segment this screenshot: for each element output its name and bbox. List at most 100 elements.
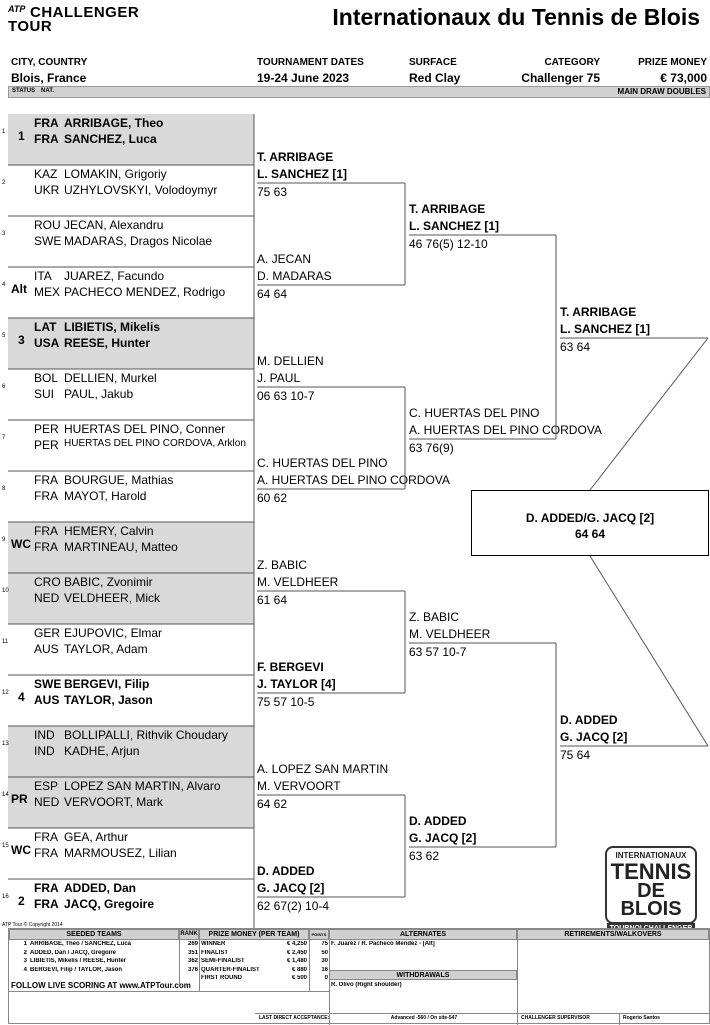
player-name[interactable]: REESE, Hunter xyxy=(64,336,151,350)
player-name[interactable]: BERGEVI, Filip xyxy=(64,677,150,691)
player-name[interactable]: GEA, Arthur xyxy=(64,830,129,844)
draw-slot-number: 9 xyxy=(2,537,6,543)
player-name[interactable]: MARTINEAU, Matteo xyxy=(64,540,178,554)
qf-winner-line2[interactable]: G. JACQ [2] xyxy=(409,831,477,845)
qf-winner-line1[interactable]: Z. BABIC xyxy=(409,610,460,624)
prize-points: 0 xyxy=(324,975,328,981)
player-name[interactable]: TAYLOR, Adam xyxy=(64,642,148,656)
player-name[interactable]: BABIC, Zvonimir xyxy=(64,575,153,589)
round2-winner-line2[interactable]: A. HUERTAS DEL PINO CORDOVA xyxy=(257,473,450,487)
qf-winner-line2[interactable]: L. SANCHEZ [1] xyxy=(409,219,499,233)
player-name[interactable]: HUERTAS DEL PINO, Conner xyxy=(64,422,226,436)
champion-team: D. ADDED/G. JACQ [2] xyxy=(525,511,655,525)
player-name[interactable]: ARRIBAGE, Theo xyxy=(64,116,164,130)
player-name[interactable]: MAYOT, Harold xyxy=(64,489,147,503)
draw-slot-number: 11 xyxy=(2,639,9,645)
draw-slot-number: 6 xyxy=(2,384,6,390)
player-nat: IND xyxy=(34,728,55,742)
qf-winner-line1[interactable]: C. HUERTAS DEL PINO xyxy=(409,406,540,420)
player-name[interactable]: BOURGUE, Mathias xyxy=(64,473,174,487)
surface-value: Red Clay xyxy=(409,71,461,85)
seed-status: 1 xyxy=(18,129,25,143)
page-title: Internationaux du Tennis de Blois xyxy=(332,4,700,30)
sf-winner-line2[interactable]: L. SANCHEZ [1] xyxy=(560,322,650,336)
seeded-number: 4 xyxy=(23,966,27,973)
sf-winner-line1[interactable]: T. ARRIBAGE xyxy=(560,305,637,319)
seeded-team: BERGEVI, Filip / TAYLOR, Jason xyxy=(30,966,123,973)
round2-winner-line2[interactable]: M. VERVOORT xyxy=(257,779,341,793)
qf-winner-line1[interactable]: T. ARRIBAGE xyxy=(409,202,486,216)
qf-score: 46 76(5) 12-10 xyxy=(409,237,488,251)
category-value: Challenger 75 xyxy=(521,71,600,85)
round2-winner-line1[interactable]: A. LOPEZ SAN MARTIN xyxy=(257,762,389,776)
category-label: CATEGORY xyxy=(544,57,600,68)
round2-winner-line1[interactable]: T. ARRIBAGE xyxy=(257,150,334,164)
round2-winner-line2[interactable]: J. PAUL xyxy=(257,371,301,385)
prize-points: 75 xyxy=(321,941,328,947)
player-name[interactable]: JECAN, Alexandru xyxy=(64,218,164,232)
draw-slot-number: 8 xyxy=(2,486,6,492)
round2-winner-line1[interactable]: C. HUERTAS DEL PINO xyxy=(257,456,388,470)
atp-challenger-logo: ATP CHALLENGER TOUR xyxy=(8,4,148,35)
player-name[interactable]: MADARAS, Dragos Nicolae xyxy=(64,234,213,248)
player-name[interactable]: LOPEZ SAN MARTIN, Alvaro xyxy=(64,779,221,793)
player-name[interactable]: PACHECO MENDEZ, Rodrigo xyxy=(64,285,226,299)
prize-amount: € 880 xyxy=(291,966,307,973)
round2-winner-line2[interactable]: D. MADARAS xyxy=(257,269,332,283)
qf-winner-line2[interactable]: M. VELDHEER xyxy=(409,627,491,641)
qf-winner-line2[interactable]: A. HUERTAS DEL PINO CORDOVA xyxy=(409,423,602,437)
draw-slot-number: 13 xyxy=(2,741,9,747)
player-name[interactable]: SANCHEZ, Luca xyxy=(64,132,157,146)
round2-winner-line1[interactable]: F. BERGEVI xyxy=(257,660,324,674)
round2-winner-line1[interactable]: D. ADDED xyxy=(257,864,315,878)
qf-score: 63 62 xyxy=(409,849,440,863)
prize-points: 30 xyxy=(321,958,328,964)
round2-score: 60 62 xyxy=(257,491,288,505)
player-name[interactable]: JUAREZ, Facundo xyxy=(64,269,165,283)
player-name[interactable]: ADDED, Dan xyxy=(64,881,137,895)
player-name[interactable]: PAUL, Jakub xyxy=(64,387,134,401)
player-name[interactable]: HUERTAS DEL PINO CORDOVA, Arklon xyxy=(64,438,246,449)
player-name[interactable]: LOMAKIN, Grigoriy xyxy=(64,167,167,181)
player-name[interactable]: TAYLOR, Jason xyxy=(64,693,153,707)
player-name[interactable]: UZHYLOVSKYI, Volodoymyr xyxy=(64,183,218,197)
round2-score: 06 63 10-7 xyxy=(257,389,315,403)
player-nat: IND xyxy=(34,744,55,758)
player-name[interactable]: KADHE, Arjun xyxy=(64,744,140,758)
player-name[interactable]: HEMERY, Calvin xyxy=(64,524,154,538)
round2-winner-line1[interactable]: M. DELLIEN xyxy=(257,354,324,368)
status-column-label: STATUS xyxy=(12,88,36,94)
round2-winner-line2[interactable]: J. TAYLOR [4] xyxy=(257,677,336,691)
player-name[interactable]: VELDHEER, Mick xyxy=(64,591,161,605)
final-connector xyxy=(589,555,709,747)
round2-winner-line2[interactable]: M. VELDHEER xyxy=(257,575,339,589)
round2-score: 75 63 xyxy=(257,185,288,199)
player-nat: FRA xyxy=(34,116,59,130)
player-name[interactable]: LIBIETIS, Mikelis xyxy=(64,320,161,334)
player-nat: NED xyxy=(34,591,60,605)
player-name[interactable]: EJUPOVIC, Elmar xyxy=(64,626,163,640)
seeded-number: 3 xyxy=(23,958,27,964)
round2-winner-line1[interactable]: Z. BABIC xyxy=(257,558,308,572)
player-name[interactable]: BOLLIPALLI, Rithvik Choudary xyxy=(64,728,228,742)
player-name[interactable]: MARMOUSEZ, Lilian xyxy=(64,846,177,860)
sf-winner-line2[interactable]: G. JACQ [2] xyxy=(560,730,628,744)
prize-amount: € 1,480 xyxy=(286,958,307,964)
player-name[interactable]: JACQ, Gregoire xyxy=(64,897,155,911)
player-name[interactable]: VERVOORT, Mark xyxy=(64,795,163,809)
seed-status: Alt xyxy=(11,282,27,296)
prize-round: QUARTER-FINALIST xyxy=(201,966,260,973)
player-name[interactable]: DELLIEN, Murkel xyxy=(64,371,157,385)
bracket-lines xyxy=(8,114,709,930)
logo-line-1: CHALLENGER xyxy=(30,4,140,21)
round2-winner-line1[interactable]: A. JECAN xyxy=(257,252,312,266)
rank-header: RANK xyxy=(179,929,199,940)
seeded-rank: 362 xyxy=(187,958,198,964)
round2-winner-line2[interactable]: G. JACQ [2] xyxy=(257,881,325,895)
qf-winner-line1[interactable]: D. ADDED xyxy=(409,814,467,828)
sf-winner-line1[interactable]: D. ADDED xyxy=(560,713,618,727)
prize-points: 16 xyxy=(321,966,328,973)
round2-winner-line2[interactable]: L. SANCHEZ [1] xyxy=(257,167,347,181)
tournament-logo-line3: DE BLOIS xyxy=(620,880,682,920)
prize-points: 50 xyxy=(321,949,328,956)
